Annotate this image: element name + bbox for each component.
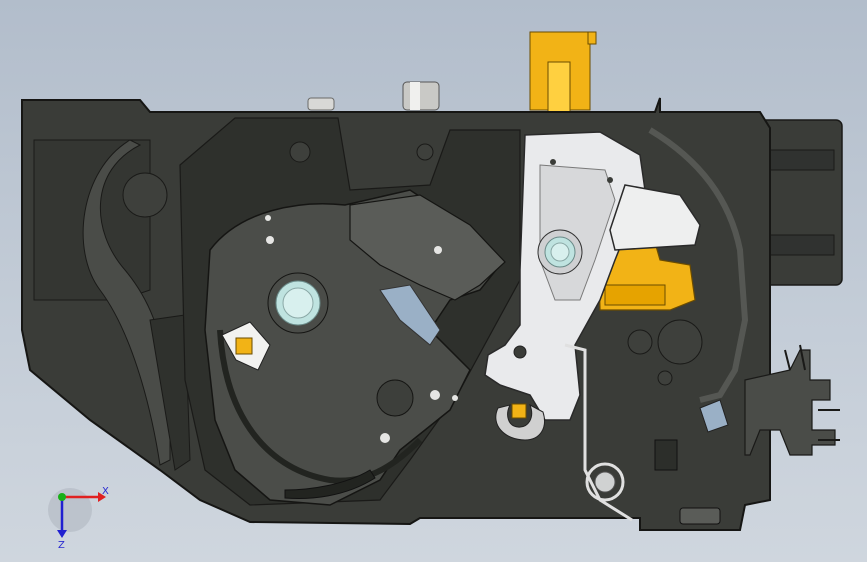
- hole-6: [265, 215, 271, 221]
- left-boss: [122, 172, 168, 218]
- lever-hole-2: [607, 177, 613, 183]
- top-pin-left[interactable]: [307, 97, 335, 111]
- right-connector[interactable]: [759, 119, 843, 286]
- lever-hook[interactable]: [495, 403, 545, 441]
- lever-hole-3: [513, 345, 527, 359]
- hole-5: [380, 433, 390, 443]
- top-yellow-tab[interactable]: [529, 31, 597, 113]
- pawl-window: [379, 284, 441, 346]
- right-cable-fingers: [784, 344, 840, 441]
- top-hole-center: [416, 143, 434, 161]
- white-lever-upper-cam[interactable]: [609, 184, 701, 251]
- top-hole-left: [289, 141, 311, 163]
- pawl-arm[interactable]: [349, 194, 506, 301]
- hole-1: [266, 236, 274, 244]
- boss-lower: [376, 379, 414, 417]
- right-lower-block: [654, 439, 678, 471]
- left-curved-wall: [82, 139, 171, 466]
- hole-2: [434, 246, 442, 254]
- sector-slot: [284, 469, 376, 500]
- spring-coil[interactable]: [585, 462, 625, 502]
- center-bushing[interactable]: [267, 272, 329, 334]
- right-cable-clip[interactable]: [744, 349, 836, 456]
- right-small-boss: [657, 319, 703, 365]
- lever-hole-1: [550, 159, 556, 165]
- right-triangle-cutout: [699, 399, 729, 433]
- hole-4: [452, 395, 458, 401]
- right-wall-rib: [648, 127, 749, 403]
- right-bottom-slot: [679, 507, 721, 525]
- coordinate-triad: [48, 488, 106, 538]
- lever-bushing[interactable]: [537, 229, 583, 275]
- triad-z-label: Z: [58, 540, 65, 551]
- right-hole-2: [657, 370, 673, 386]
- lever-hook-insert: [511, 403, 527, 419]
- sector-arc-track: [217, 329, 423, 484]
- top-pin-center[interactable]: [402, 81, 440, 111]
- spring-coil-inner: [594, 471, 616, 493]
- right-hole-1: [627, 329, 653, 355]
- spring-wire[interactable]: [564, 343, 633, 522]
- triad-x-label: X: [102, 486, 109, 497]
- hole-3: [430, 390, 440, 400]
- left-lower-slot: [149, 314, 191, 471]
- left-yellow-insert[interactable]: [221, 321, 271, 371]
